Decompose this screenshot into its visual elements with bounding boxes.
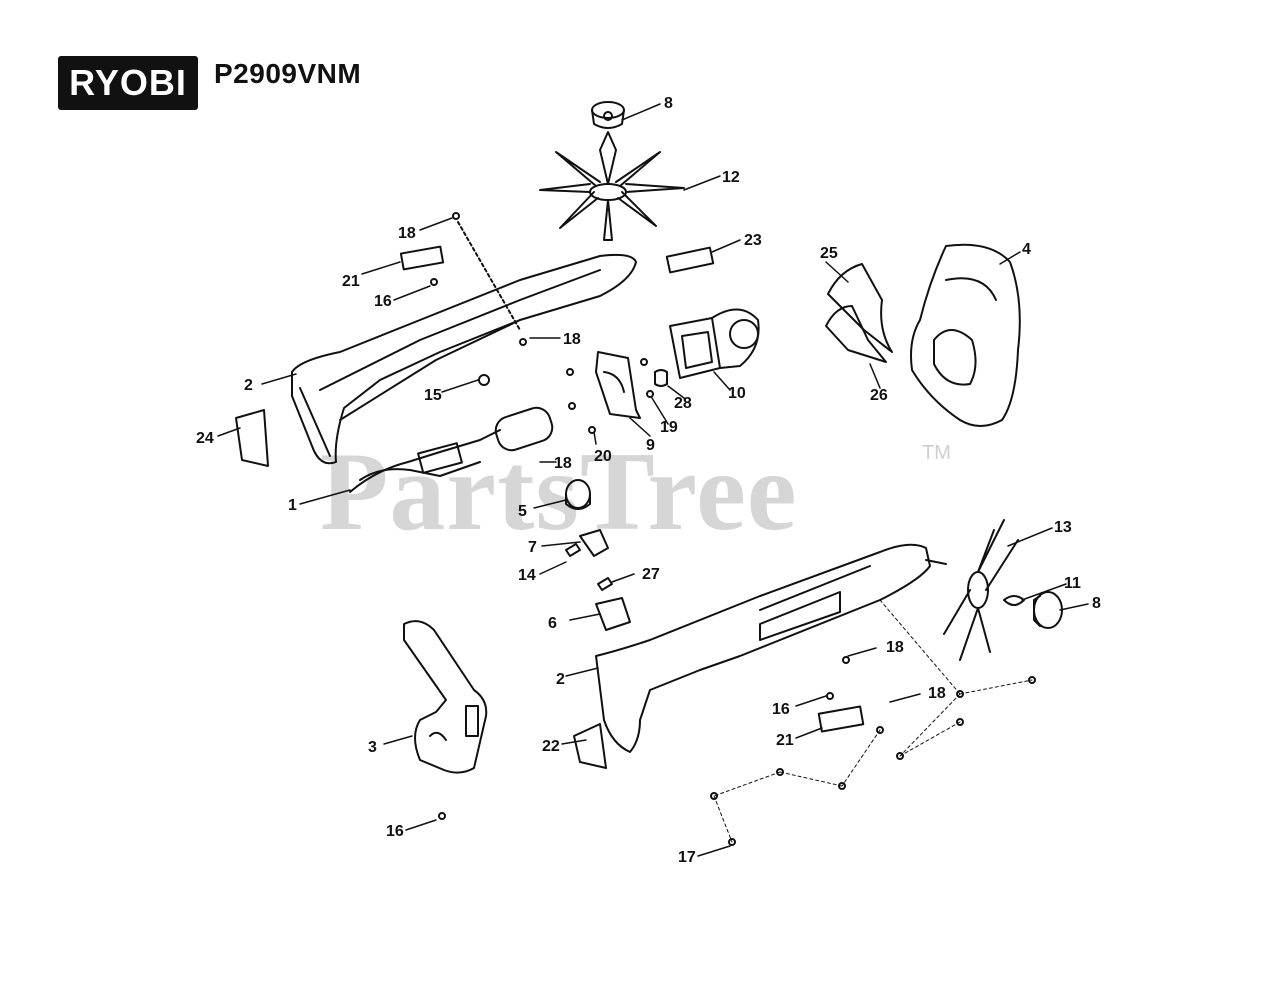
leader-lines	[217, 103, 1089, 857]
small-hardware-middle	[235, 212, 715, 467]
callout-23: 23	[744, 232, 762, 249]
brand-text: RYOBI	[69, 62, 187, 103]
callout-11: 11	[1064, 575, 1081, 592]
callout-14: 14	[518, 567, 536, 584]
callout-18: 18	[398, 225, 416, 242]
callout-21: 21	[342, 273, 360, 290]
part-aux-handle	[403, 620, 488, 774]
callout-26: 26	[870, 387, 888, 404]
small-hardware-lower	[438, 599, 1036, 846]
callout-18: 18	[886, 639, 904, 656]
callout-9: 9	[646, 437, 655, 454]
callout-4: 4	[1022, 241, 1031, 258]
part-guard	[910, 243, 1021, 427]
callout-13: 13	[1054, 519, 1072, 536]
callout-2: 2	[244, 377, 253, 394]
part-housing-lower	[595, 543, 947, 753]
callout-8: 8	[664, 95, 673, 112]
part-trigger-parts	[565, 529, 631, 631]
callout-2: 2	[556, 671, 565, 688]
part-motor-bracket	[595, 351, 641, 419]
callout-12: 12	[722, 169, 740, 186]
callout-8: 8	[1092, 595, 1101, 612]
callout-10: 10	[728, 385, 746, 402]
callout-16: 16	[772, 701, 790, 718]
part-blade-head-top	[539, 131, 685, 241]
callout-18: 18	[928, 685, 946, 702]
callout-15: 15	[424, 387, 442, 404]
callout-19: 19	[660, 419, 678, 436]
callout-5: 5	[518, 503, 527, 520]
callout-18: 18	[554, 455, 572, 472]
callout-22: 22	[542, 738, 560, 755]
callout-28: 28	[674, 395, 692, 412]
callout-17: 17	[678, 849, 696, 866]
model-number: P2909VNM	[214, 58, 362, 89]
part-motor-wiring	[349, 406, 554, 493]
callout-16: 16	[386, 823, 404, 840]
callout-21: 21	[776, 732, 794, 749]
ryobi-logo: RYOBI	[58, 56, 198, 110]
callout-3: 3	[368, 739, 377, 756]
part-guard-labels	[825, 263, 893, 363]
watermark-trademark: TM	[922, 442, 951, 464]
callout-20: 20	[594, 448, 612, 465]
callout-25: 25	[820, 245, 838, 262]
part-spool-cap-top	[591, 101, 625, 129]
callout-7: 7	[528, 539, 537, 556]
callout-6: 6	[548, 615, 557, 632]
part-housing-upper	[291, 253, 637, 465]
callout-27: 27	[642, 566, 660, 583]
callout-16: 16	[374, 293, 392, 310]
part-motor	[669, 308, 760, 379]
callout-1: 1	[288, 497, 297, 514]
part-blade-head-lower	[943, 519, 1063, 661]
part-knob	[565, 479, 591, 510]
callout-24: 24	[196, 430, 214, 447]
watermark: PartsTree	[320, 430, 798, 554]
callout-labels: 8 12 18 23 25 4 21 16 18 2 15 10 28 26 1…	[196, 95, 1101, 866]
callout-18: 18	[563, 331, 581, 348]
